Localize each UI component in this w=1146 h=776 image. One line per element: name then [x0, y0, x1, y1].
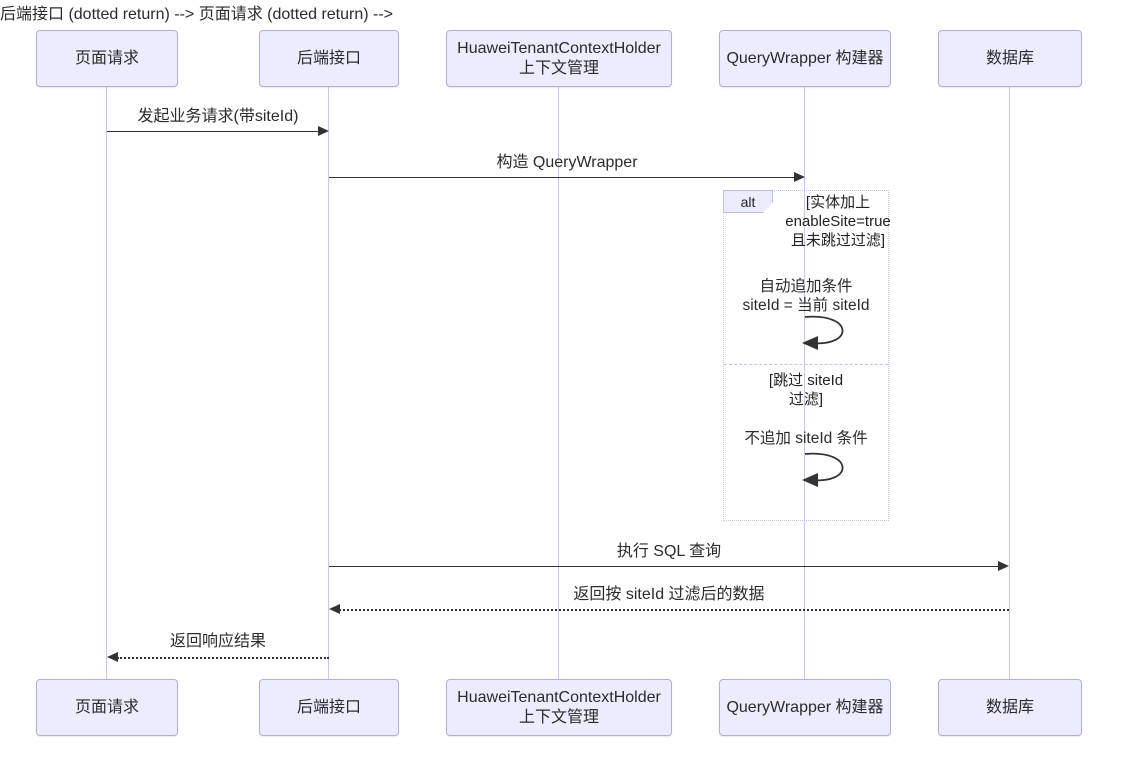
self-message-label-2: 不追加 siteId 条件: [744, 430, 868, 447]
arrowhead-right-icon: [998, 561, 1009, 571]
lifeline-querywrapper-builder: [804, 87, 805, 679]
self-loop-arrow-1: [802, 315, 844, 350]
message-arrow-execute-sql: [329, 566, 999, 567]
actor-top-context-holder: HuaweiTenantContextHolder 上下文管理: [446, 30, 672, 87]
arrowhead-left-icon: [107, 652, 118, 662]
message-arrow-return-filtered-data: [339, 609, 1009, 611]
arrowhead-left-icon: [329, 604, 340, 614]
message-label-return-response: 返回响应结果: [169, 633, 266, 650]
message-arrow-business-request: [107, 131, 319, 132]
lifeline-page-request: [106, 87, 107, 679]
lifeline-backend-api: [328, 87, 329, 679]
self-loop-arrow-2: [802, 452, 844, 487]
alt-condition-1: [实体加上 enableSite=true 且未跳过过滤]: [785, 194, 891, 249]
message-arrow-build-querywrapper: [329, 177, 795, 178]
arrowhead-right-icon: [794, 172, 805, 182]
alt-fragment: alt: [723, 190, 889, 521]
actor-bottom-querywrapper-builder: QueryWrapper 构建器: [719, 679, 891, 736]
message-label-execute-sql: 执行 SQL 查询: [616, 543, 722, 560]
actor-bottom-database: 数据库: [938, 679, 1082, 736]
message-arrow-return-response: [117, 657, 329, 659]
alt-divider: [724, 364, 888, 365]
actor-top-database: 数据库: [938, 30, 1082, 87]
actor-top-querywrapper-builder: QueryWrapper 构建器: [719, 30, 891, 87]
actor-top-page-request: 页面请求: [36, 30, 178, 87]
message-label-business-request: 发起业务请求(带siteId): [137, 108, 299, 125]
alt-condition-2: [跳过 siteId 过滤]: [768, 372, 844, 408]
actor-bottom-page-request: 页面请求: [36, 679, 178, 736]
arrowhead-right-icon: [318, 126, 329, 136]
message-label-build-querywrapper: 构造 QueryWrapper: [496, 154, 638, 171]
actor-bottom-context-holder: HuaweiTenantContextHolder 上下文管理: [446, 679, 672, 736]
actor-bottom-backend-api: 后端接口: [259, 679, 399, 736]
alt-label: alt: [723, 190, 773, 213]
self-message-label-1: 自动追加条件 siteId = 当前 siteId: [742, 278, 870, 314]
actor-top-backend-api: 后端接口: [259, 30, 399, 87]
message-label-return-filtered-data: 返回按 siteId 过滤后的数据: [573, 586, 765, 603]
lifeline-context-holder: [558, 87, 559, 679]
lifeline-database: [1009, 87, 1010, 679]
